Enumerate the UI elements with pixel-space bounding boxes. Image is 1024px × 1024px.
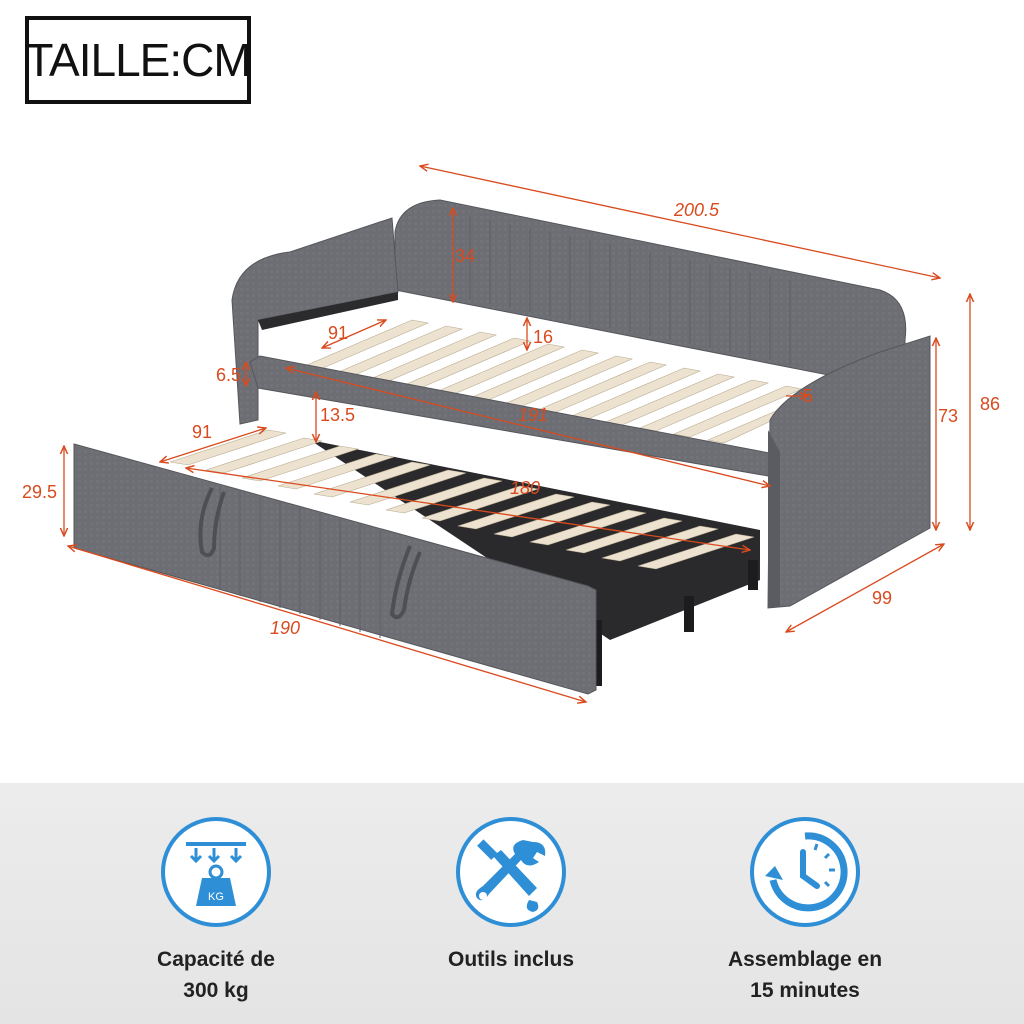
daybed-illustration: 200.5 34 16 91 6.5 13.5 191 5 73 86 91 1… (22, 0, 1000, 780)
feature-capacity-label: Capacité de 300 kg (157, 948, 275, 1002)
dim-arm-height: 73 (938, 406, 958, 426)
daybed-right-armrest (767, 335, 931, 609)
dim-total-depth: 99 (872, 588, 892, 608)
dim-under-gap: 13.5 (320, 405, 355, 425)
size-unit-label: TAILLE:CM (25, 34, 251, 86)
dim-trundle-width: 91 (192, 422, 212, 442)
dim-total-height: 86 (980, 394, 1000, 414)
dimension-lines (64, 166, 970, 702)
dim-side-thickness: 6.5 (216, 365, 241, 385)
weight-capacity-icon: KG (158, 814, 274, 930)
dim-trundle-inner-length: 180 (510, 478, 540, 498)
dim-inner-length-top: 191 (518, 405, 548, 425)
feature-tools-label: Outils inclus (447, 948, 575, 971)
dim-inner-width-top: 91 (328, 323, 348, 343)
clock-assembly-icon (747, 814, 863, 930)
size-unit-box: TAILLE:CM (25, 16, 252, 104)
dim-trundle-length: 190 (270, 618, 300, 638)
weight-icon-text: KG (208, 891, 224, 903)
feature-tools: Outils inclus (381, 814, 641, 975)
dim-slat-gap: 16 (533, 327, 553, 347)
tools-icon (453, 814, 569, 930)
dim-back-height: 34 (455, 246, 475, 266)
feature-assembly: Assemblage en 15 minutes (675, 814, 935, 1006)
feature-assembly-label: Assemblage en 15 minutes (727, 948, 883, 1002)
feature-capacity: KG Capacité de 300 kg (86, 814, 346, 1006)
dim-trundle-height: 29.5 (22, 482, 57, 502)
dim-total-length: 200.5 (673, 200, 720, 220)
dim-arm-offset: 5 (803, 386, 813, 406)
